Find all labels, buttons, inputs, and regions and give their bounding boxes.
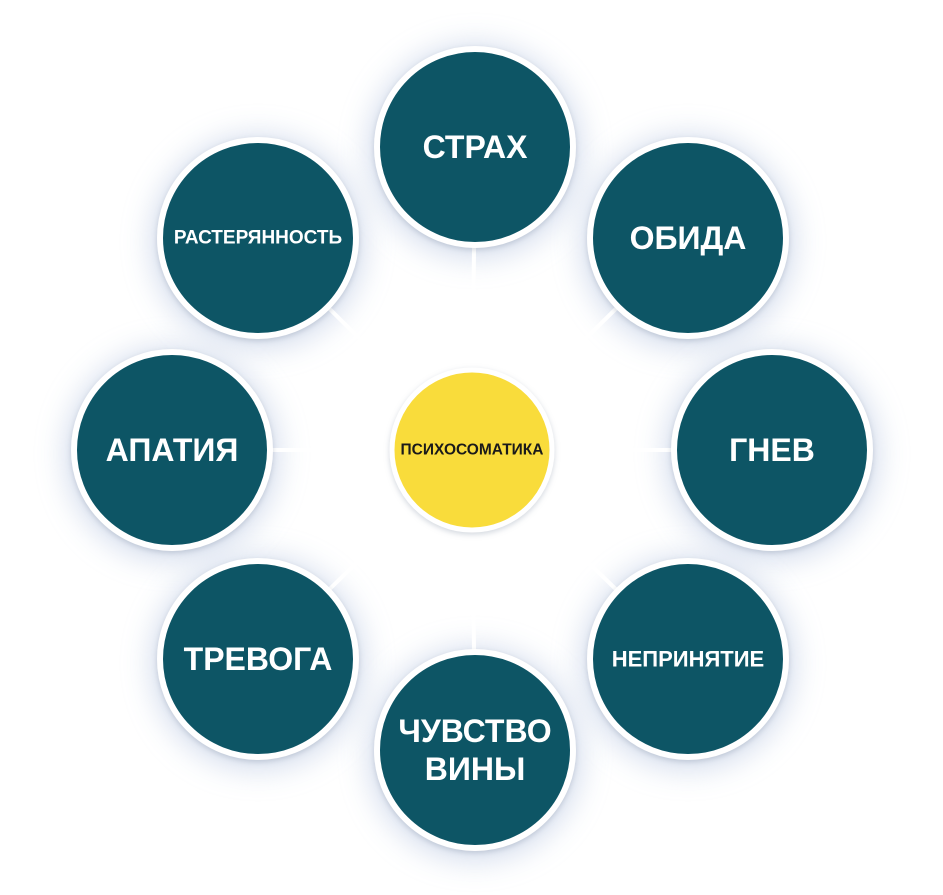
node-circle bbox=[374, 46, 576, 248]
node-label: ВИНЫ bbox=[425, 751, 526, 787]
node-neprinyatie: НЕПРИНЯТИЕ bbox=[587, 558, 789, 760]
center-node-group: ПСИХОСОМАТИКА bbox=[389, 367, 555, 533]
node-rasteryannost: РАСТЕРЯННОСТЬ bbox=[157, 137, 359, 339]
node-label: НЕПРИНЯТИЕ bbox=[612, 647, 765, 672]
node-label: ЧУВСТВО bbox=[398, 713, 551, 749]
node-label: РАСТЕРЯННОСТЬ bbox=[174, 228, 342, 249]
node-label: ТРЕВОГА bbox=[184, 641, 333, 677]
node-circle bbox=[671, 349, 873, 551]
node-circle bbox=[374, 649, 576, 851]
node-label: СТРАХ bbox=[423, 129, 529, 165]
node-circle bbox=[157, 558, 359, 760]
node-label: АПАТИЯ bbox=[106, 432, 239, 468]
node-label: ОБИДА bbox=[630, 220, 747, 256]
node-trevoga: ТРЕВОГА bbox=[157, 558, 359, 760]
node-gnev: ГНЕВ bbox=[671, 349, 873, 551]
node-strah: СТРАХ bbox=[374, 46, 576, 248]
node-circle bbox=[587, 137, 789, 339]
center-label: ПСИХОСОМАТИКА bbox=[401, 442, 544, 459]
node-circle bbox=[157, 137, 359, 339]
node-circle bbox=[71, 349, 273, 551]
node-circle bbox=[587, 558, 789, 760]
center-node bbox=[389, 367, 555, 533]
node-label: ГНЕВ bbox=[729, 432, 815, 468]
node-apatiya: АПАТИЯ bbox=[71, 349, 273, 551]
node-obida: ОБИДА bbox=[587, 137, 789, 339]
